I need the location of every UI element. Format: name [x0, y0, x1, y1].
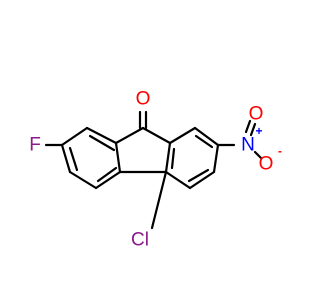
nitro-minus-charge: -: [278, 144, 282, 158]
atom-oxygen-ketone: O: [136, 89, 151, 110]
left-ring-c1-c2: [60, 126, 89, 147]
ring-bond-c9-c8a: [141, 126, 172, 145]
right-ring-c5-c4a: [164, 170, 192, 190]
atom-nitro-oxygen-top: O: [249, 104, 264, 125]
right-ring-double-c6-c5: [187, 168, 210, 183]
bond-group: [44, 110, 263, 230]
left-ring-double-c4-c4b: [96, 166, 118, 183]
nitro-oxygen-top-bond-a: [244, 119, 252, 134]
left-ring-c3-c4: [68, 170, 98, 190]
nitro-oxygen-bottom-bond: [253, 150, 263, 160]
left-ring-double-c9a-c1: [88, 134, 116, 152]
atom-fluorine: F: [29, 135, 41, 156]
molecule-structure: O F Cl N + O O -: [29, 89, 282, 251]
ring-bond-c9a-c4b: [114, 141, 122, 174]
right-ring-c6-c5: [188, 170, 216, 190]
atom-chlorine: Cl: [131, 230, 149, 251]
atom-nitro-oxygen-bottom: O: [259, 154, 274, 175]
nitro-oxygen-top-bond-b: [249, 122, 257, 137]
right-ring-double-c8-c7: [194, 134, 214, 149]
chlorine-bond: [150, 170, 168, 230]
right-ring-c8-c7: [193, 126, 220, 147]
right-ring-c7-c6: [212, 143, 220, 174]
left-ring-c2-c3: [60, 143, 72, 174]
ring-bond-c8a-c4a: [164, 141, 172, 174]
right-ring-c8a-c8: [168, 126, 197, 145]
atom-nitro-nitrogen: N: [241, 135, 255, 156]
left-ring-c9a-c1: [85, 126, 118, 145]
ring-bond-c9-c9a: [114, 126, 145, 145]
nitro-plus-charge: +: [255, 124, 262, 138]
left-ring-c4-c4b: [94, 170, 122, 190]
left-ring-double-c2-c3: [68, 146, 79, 172]
right-ring-double-c4a-c8a: [170, 147, 176, 170]
